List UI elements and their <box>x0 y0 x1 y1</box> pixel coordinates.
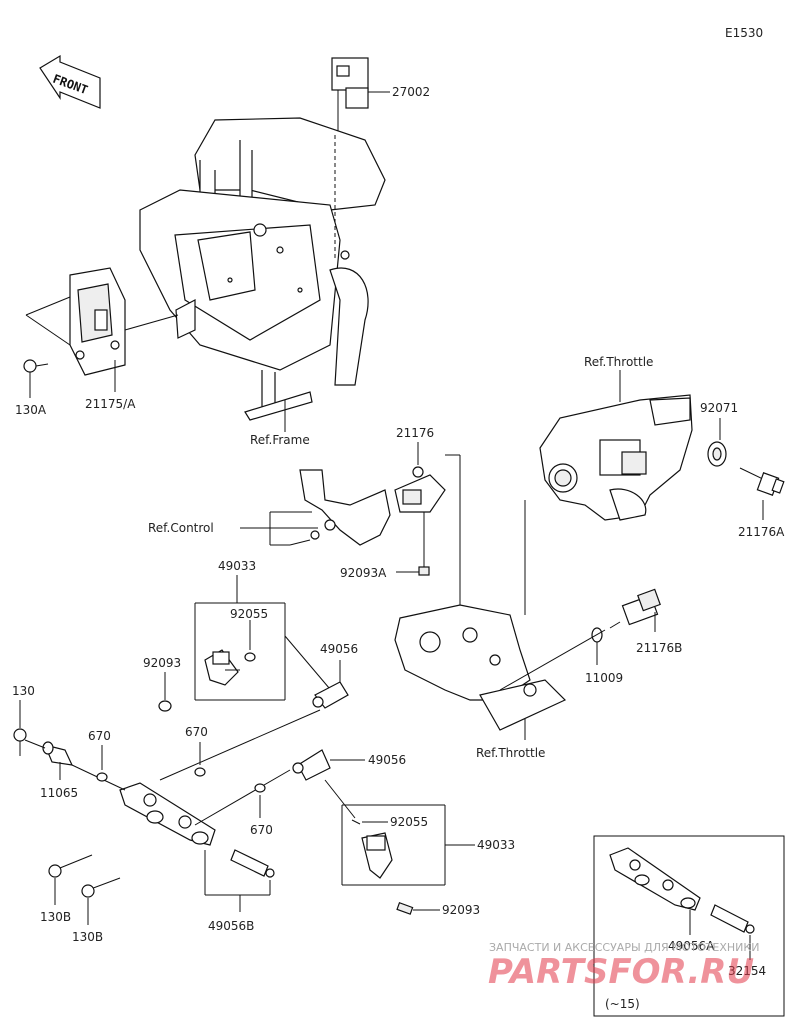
throttle-body-lower <box>394 604 567 731</box>
watermark-line1: ЗАПЧАСТИ И АКСЕССУАРЫ ДЛЯ МОТОТЕХНИКИ <box>489 941 759 954</box>
label-21176a: 21176A <box>738 525 785 539</box>
label-92093-b: 92093 <box>442 903 480 917</box>
throttle-body <box>539 394 693 521</box>
injector-49033-lower <box>361 832 393 879</box>
label-21176b: 21176B <box>636 641 682 655</box>
label-32154: 32154 <box>728 964 766 978</box>
label-670-c: 670 <box>250 823 273 837</box>
label-92055-b: 92055 <box>390 815 428 829</box>
label-ref-throttle-2: Ref.Throttle <box>476 746 545 760</box>
label-21175a: 21175/A <box>85 397 136 411</box>
bolt-130b-b <box>81 877 121 898</box>
label-670-a: 670 <box>88 729 111 743</box>
pipe-49056b <box>230 849 275 878</box>
injector-49033-upper <box>204 649 240 686</box>
label-27002: 27002 <box>392 85 430 99</box>
label-ref-control: Ref.Control <box>148 521 214 535</box>
front-arrow-icon: FRONT <box>39 54 101 109</box>
diagram-code: E1530 <box>725 26 763 40</box>
label-49033-b: 49033 <box>477 838 515 852</box>
seal-92071 <box>707 441 727 467</box>
bolt-130 <box>13 728 27 756</box>
watermark-line2: PARTSFOR.RU <box>488 952 754 992</box>
oring-92055-b <box>351 819 361 825</box>
sensor-21176 <box>394 466 446 513</box>
frame-assembly <box>139 117 386 421</box>
inset-box <box>593 835 785 1017</box>
label-49033-a: 49033 <box>218 559 256 573</box>
fuel-rail <box>119 782 216 846</box>
oring-670-b <box>194 767 206 777</box>
label-ref-throttle-1: Ref.Throttle <box>584 355 653 369</box>
label-21176: 21176 <box>396 426 434 440</box>
bolt-130b-a <box>48 854 93 878</box>
sensor-21176a <box>739 467 785 496</box>
label-130: 130 <box>12 684 35 698</box>
label-49056a: 49056A <box>668 939 715 953</box>
seal-92093-b <box>396 902 414 915</box>
bracket-ref-control <box>299 469 391 546</box>
cap-92093a <box>418 566 430 576</box>
label-130b-b: 130B <box>72 930 103 944</box>
spacer-11065 <box>42 741 74 766</box>
inset-note: (~15) <box>605 997 640 1011</box>
oring-92055-a <box>244 652 256 662</box>
seal-92093-a <box>158 700 172 712</box>
label-130b-a: 130B <box>40 910 71 924</box>
label-11009: 11009 <box>585 671 623 685</box>
label-92055-a: 92055 <box>230 607 268 621</box>
label-670-b: 670 <box>185 725 208 739</box>
bolt-130a <box>23 359 49 373</box>
label-11065: 11065 <box>40 786 78 800</box>
label-49056b: 49056B <box>208 919 254 933</box>
oring-670-c <box>254 783 266 793</box>
label-92093a: 92093A <box>340 566 387 580</box>
joint-49056-upper <box>312 681 349 709</box>
label-92071: 92071 <box>700 401 738 415</box>
ecu-21175a <box>69 267 126 376</box>
joint-49056-lower <box>292 749 331 781</box>
sensor-21176b <box>609 588 661 629</box>
oring-670-a <box>96 772 108 782</box>
label-130a: 130A <box>15 403 47 417</box>
label-ref-frame: Ref.Frame <box>250 433 310 447</box>
relay-27002 <box>331 57 369 135</box>
label-49056-b: 49056 <box>368 753 406 767</box>
bolt-ref-control <box>289 530 320 546</box>
label-49056-a: 49056 <box>320 642 358 656</box>
label-92093-a: 92093 <box>143 656 181 670</box>
